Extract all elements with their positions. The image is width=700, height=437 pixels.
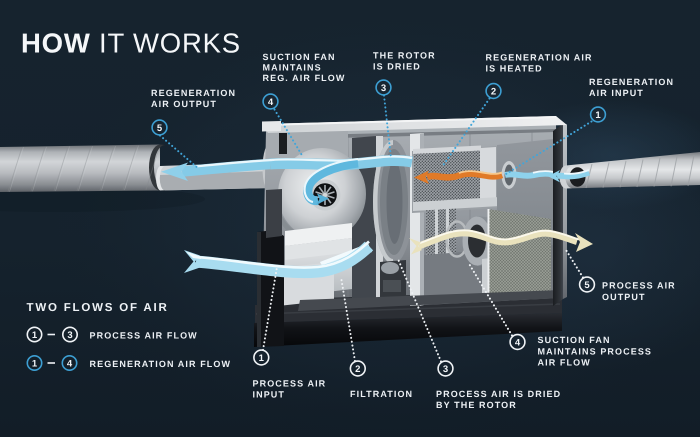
svg-text:AIR INPUT: AIR INPUT xyxy=(589,88,644,98)
svg-text:1: 1 xyxy=(32,330,38,341)
svg-text:OUTPUT: OUTPUT xyxy=(602,292,646,302)
svg-text:MAINTAINS PROCESS: MAINTAINS PROCESS xyxy=(538,347,653,357)
svg-text:1: 1 xyxy=(259,353,265,364)
svg-text:SUCTION FAN: SUCTION FAN xyxy=(263,52,336,62)
svg-text:AIR OUTPUT: AIR OUTPUT xyxy=(151,99,217,109)
svg-text:THE ROTOR: THE ROTOR xyxy=(373,51,436,61)
svg-text:PROCESS AIR: PROCESS AIR xyxy=(602,281,676,291)
svg-text:4: 4 xyxy=(268,97,274,108)
svg-text:5: 5 xyxy=(584,280,590,291)
svg-text:3: 3 xyxy=(381,83,386,94)
svg-text:AIR FLOW: AIR FLOW xyxy=(538,358,591,368)
svg-text:REGENERATION AIR: REGENERATION AIR xyxy=(486,53,593,63)
svg-text:2: 2 xyxy=(491,87,496,98)
svg-text:IS DRIED: IS DRIED xyxy=(373,62,421,72)
svg-text:PROCESS AIR IS DRIED: PROCESS AIR IS DRIED xyxy=(436,389,561,399)
svg-text:PROCESS AIR FLOW: PROCESS AIR FLOW xyxy=(90,331,198,341)
svg-text:SUCTION FAN: SUCTION FAN xyxy=(538,335,611,345)
svg-text:REGENERATION: REGENERATION xyxy=(589,77,674,87)
svg-text:TWO FLOWS OF AIR: TWO FLOWS OF AIR xyxy=(27,302,169,314)
svg-text:PROCESS AIR: PROCESS AIR xyxy=(253,379,327,389)
svg-text:2: 2 xyxy=(355,364,360,375)
svg-text:MAINTAINS: MAINTAINS xyxy=(263,63,322,73)
svg-text:FILTRATION: FILTRATION xyxy=(350,389,413,399)
svg-text:1: 1 xyxy=(595,110,601,121)
svg-text:REG. AIR FLOW: REG. AIR FLOW xyxy=(263,73,346,83)
svg-text:REGENERATION AIR FLOW: REGENERATION AIR FLOW xyxy=(90,359,232,369)
svg-text:5: 5 xyxy=(157,123,163,134)
svg-text:3: 3 xyxy=(67,330,72,341)
svg-text:HOW IT WORKS: HOW IT WORKS xyxy=(21,28,241,59)
svg-text:BY THE ROTOR: BY THE ROTOR xyxy=(436,400,517,410)
svg-text:3: 3 xyxy=(443,364,448,375)
svg-text:REGENERATION: REGENERATION xyxy=(151,88,236,98)
svg-text:4: 4 xyxy=(515,338,521,349)
svg-text:INPUT: INPUT xyxy=(253,390,286,400)
svg-text:IS HEATED: IS HEATED xyxy=(486,64,543,74)
svg-text:4: 4 xyxy=(67,359,73,370)
svg-text:1: 1 xyxy=(32,359,38,370)
